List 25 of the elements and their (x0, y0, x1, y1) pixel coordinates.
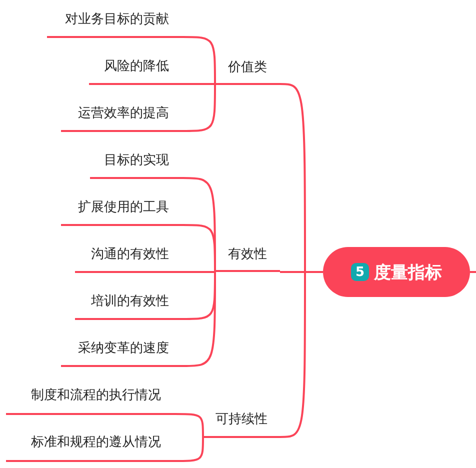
branch-line (183, 271, 215, 273)
leaf-topic: 制度和流程的执行情况 (6, 388, 175, 415)
branch-line (183, 36, 216, 85)
branch-line (470, 271, 476, 273)
leaf-topic: 标准和规程的遵从情况 (6, 435, 175, 462)
branch-line (175, 413, 204, 438)
leaf-topic: 培训的有效性 (75, 294, 183, 320)
branch-topic: 有效性 (215, 247, 280, 272)
branch-line (183, 83, 216, 132)
leaf-topic: 扩展使用的工具 (61, 200, 183, 226)
number-badge: 5 (351, 263, 369, 281)
branch-line (175, 436, 204, 462)
topic-title: 度量指标 (374, 262, 442, 284)
leaf-topic: 采纳变革的速度 (61, 341, 183, 367)
leaf-topic: 目标的实现 (90, 153, 183, 179)
leaf-topic: 风险的降低 (89, 59, 183, 85)
branch-line (183, 224, 216, 273)
leaf-topic: 运营效率的提高 (61, 106, 183, 132)
leaf-topic: 沟通的有效性 (75, 247, 183, 273)
branch-topic: 可持续性 (203, 412, 280, 438)
central-topic (323, 247, 470, 297)
branch-line (183, 83, 215, 85)
leaf-topic: 对业务目标的贡献 (47, 12, 183, 38)
branch-topic: 价值类 (215, 60, 280, 85)
branch-line (183, 271, 216, 367)
